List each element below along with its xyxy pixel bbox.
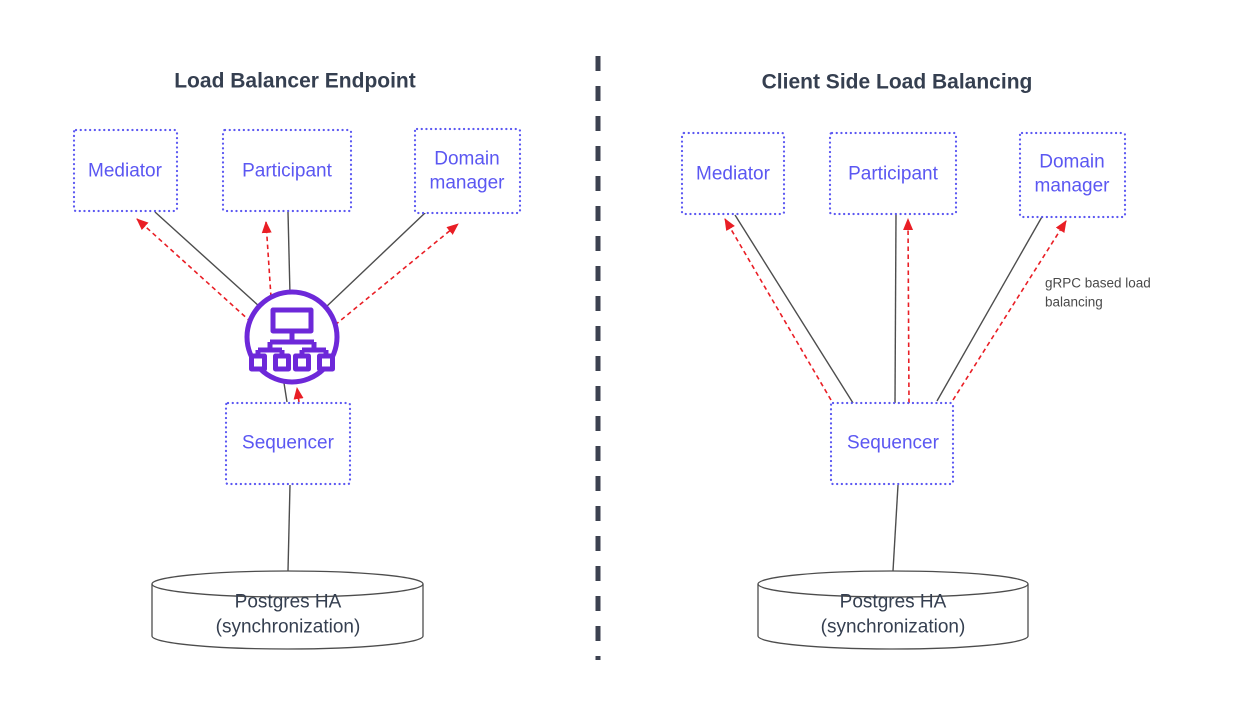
mediator-label-left: Mediator xyxy=(88,161,163,182)
connector-lb-participant-left xyxy=(287,211,291,296)
right-panel: Client Side Load Balancing gRPC based lo… xyxy=(680,71,1151,650)
right-panel-title: Client Side Load Balancing xyxy=(762,71,1033,94)
right-connectors-red xyxy=(724,218,1067,404)
grpc-annotation-line1: gRPC based load xyxy=(1045,276,1151,291)
participant-node-left xyxy=(221,128,353,213)
database-label-right-line2: (synchronization) xyxy=(821,617,966,638)
left-connectors-red xyxy=(136,218,459,403)
load-balancer-root-node xyxy=(270,307,314,334)
database-cylinder-right: Postgres HA (synchronization) xyxy=(757,570,1029,650)
load-balancer-leaf-3 xyxy=(293,353,311,372)
connector-sequencer-database-right xyxy=(892,484,899,572)
arrow-lb-participant-left xyxy=(261,221,272,298)
database-body-left xyxy=(151,570,424,650)
grpc-annotation-line2: balancing xyxy=(1045,295,1103,310)
domain-manager-label-left-line2: manager xyxy=(430,173,506,194)
participant-label-right: Participant xyxy=(848,164,938,185)
arrow-sequencer-participant-right xyxy=(903,218,914,404)
arrow-sequencer-domain-right xyxy=(952,220,1067,401)
sequencer-label-right: Sequencer xyxy=(847,433,940,454)
connector-sequencer-lb-left xyxy=(283,382,288,403)
participant-label-left: Participant xyxy=(242,161,332,182)
load-balancer-leaf-1 xyxy=(249,353,267,372)
arrow-lb-mediator-left xyxy=(136,218,252,323)
left-connectors-black xyxy=(154,211,427,572)
domain-manager-label-right-line1: Domain xyxy=(1039,152,1104,173)
database-body-right xyxy=(757,570,1029,650)
database-label-left-line2: (synchronization) xyxy=(216,617,361,638)
right-connectors-black xyxy=(734,213,1044,572)
sequencer-label-left: Sequencer xyxy=(242,433,335,454)
connector-sequencer-participant-right xyxy=(894,213,897,404)
load-balancer-tree-lines xyxy=(255,331,329,356)
connector-sequencer-mediator-right xyxy=(734,214,854,404)
load-balancer-icon xyxy=(244,289,340,385)
sequencer-node-left xyxy=(224,401,352,486)
left-panel-title: Load Balancer Endpoint xyxy=(174,70,416,93)
connector-sequencer-database-left xyxy=(287,484,291,572)
domain-manager-label-right-line2: manager xyxy=(1035,176,1111,197)
arrow-sequencer-lb-left xyxy=(293,387,304,403)
sequencer-node-right xyxy=(829,401,955,486)
mediator-node-left xyxy=(72,128,179,213)
participant-node-right xyxy=(828,131,958,216)
domain-manager-label-left-line1: Domain xyxy=(434,149,499,170)
database-rim-right xyxy=(757,583,1029,598)
domain-manager-node-left xyxy=(413,127,522,215)
mediator-node-right xyxy=(680,131,786,216)
arrow-sequencer-mediator-right xyxy=(724,218,832,401)
database-rim-left xyxy=(151,583,424,598)
mediator-label-right: Mediator xyxy=(696,164,771,185)
connector-sequencer-domain-right xyxy=(936,214,1044,402)
connector-lb-mediator-left xyxy=(154,211,261,308)
database-cylinder-left: Postgres HA (synchronization) xyxy=(151,570,424,650)
load-balancer-leaf-2 xyxy=(273,353,291,372)
domain-manager-node-right xyxy=(1018,131,1127,219)
database-label-left-line1: Postgres HA xyxy=(235,592,342,613)
database-label-right-line1: Postgres HA xyxy=(840,592,947,613)
arrow-lb-domain-left xyxy=(334,223,459,326)
connector-lb-domain-left xyxy=(325,211,427,308)
left-panel: Load Balancer Endpoint Mediator Particip… xyxy=(72,70,522,650)
load-balancer-leaf-4 xyxy=(317,353,335,372)
